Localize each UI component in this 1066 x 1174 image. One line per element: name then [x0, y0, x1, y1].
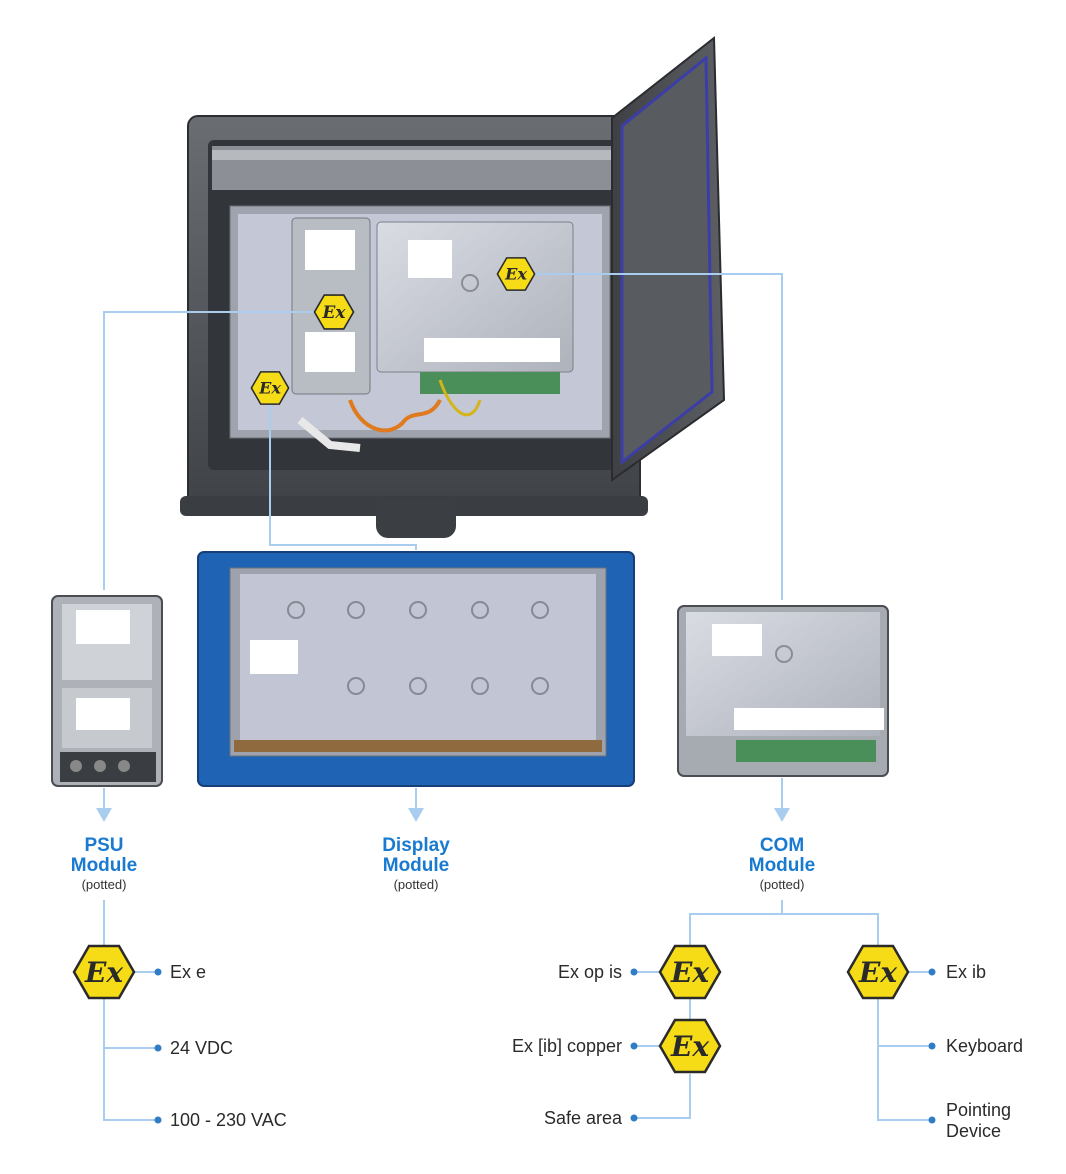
ex-badge-text: Ex	[858, 956, 897, 989]
ex-badge-text: Ex	[322, 302, 347, 322]
ex-badge-text: Ex	[670, 956, 709, 989]
com-module-illustration	[677, 605, 889, 777]
com-output-ex-ib: Ex ib	[946, 962, 987, 982]
bullet-dots	[154, 968, 936, 1124]
psu-output-24vdc: 24 VDC	[170, 1038, 234, 1058]
ex-badge-text: Ex	[258, 379, 281, 398]
pointing-device-line2: Device	[946, 1121, 1002, 1141]
ex-badge-com-copper: Ex	[658, 1018, 722, 1074]
com-title-line1: COM	[759, 835, 805, 856]
com-output-keyboard: Keyboard	[946, 1036, 1024, 1056]
ex-badge-psu: Ex	[72, 944, 136, 1000]
ex-badge-com-ib: Ex	[846, 944, 910, 1000]
display-potted-note: (potted)	[393, 877, 439, 892]
psu-potted-note: (potted)	[81, 877, 127, 892]
com-output-pointing-device: Pointing Device	[946, 1100, 1011, 1142]
psu-title-line1: PSU	[84, 835, 124, 856]
pointing-device-line1: Pointing	[946, 1100, 1012, 1120]
ex-badge-psu-enclosure: Ex	[313, 294, 355, 330]
ex-badge-display-enclosure: Ex	[250, 371, 290, 405]
com-output-ex-ib-copper: Ex [ib] copper	[511, 1036, 622, 1056]
ex-badge-text: Ex	[84, 956, 123, 989]
ex-badge-com-enclosure: Ex	[496, 257, 536, 291]
com-output-safe-area: Safe area	[543, 1108, 622, 1128]
psu-module-illustration	[51, 595, 163, 787]
psu-output-ex-e: Ex e	[170, 962, 207, 982]
psu-module-title: PSU Module (potted)	[34, 836, 174, 894]
ex-badge-com-op-is: Ex	[658, 944, 722, 1000]
com-output-ex-op-is: Ex op is	[557, 962, 622, 982]
display-title-line2: Module	[382, 855, 450, 876]
psu-output-100-230vac: 100 - 230 VAC	[170, 1110, 287, 1130]
com-module-title: COM Module (potted)	[712, 836, 852, 894]
arrow-heads	[96, 808, 790, 822]
psu-title-line2: Module	[70, 855, 138, 876]
ex-badge-text: Ex	[670, 1030, 709, 1063]
ex-badge-text: Ex	[504, 265, 527, 284]
display-title-line1: Display	[382, 835, 450, 856]
com-title-line2: Module	[748, 855, 816, 876]
com-potted-note: (potted)	[759, 877, 805, 892]
enclosure-illustration	[180, 35, 726, 538]
display-module-illustration	[197, 551, 635, 787]
display-module-title: Display Module (potted)	[346, 836, 486, 894]
